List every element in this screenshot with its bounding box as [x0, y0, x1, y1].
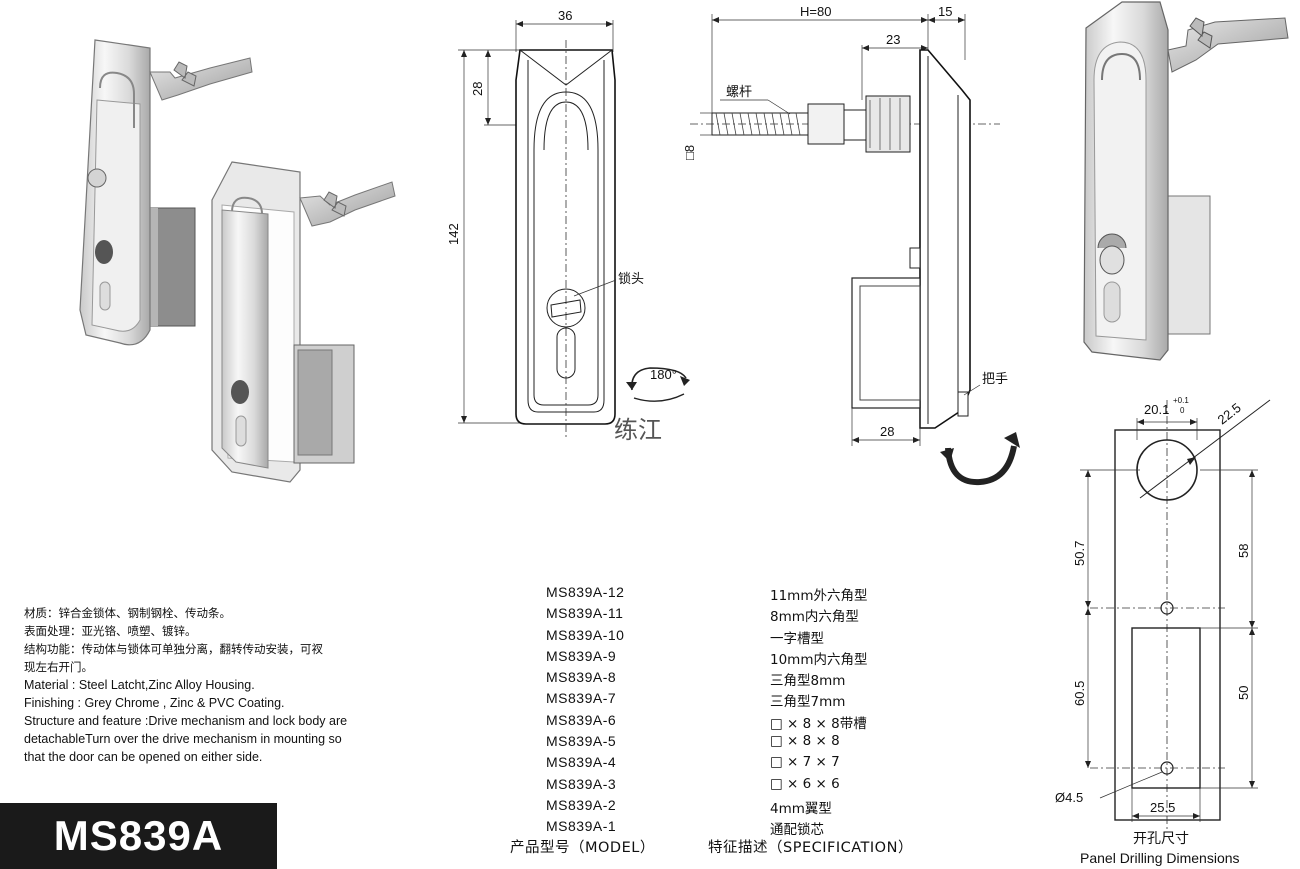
label-rotation-180: 180°: [650, 367, 677, 382]
dim-58: 58: [1236, 544, 1251, 558]
model-spec: 8mm内六角型: [770, 609, 859, 626]
model-spec: □ × 6 × 6: [770, 775, 840, 792]
tolerance-lower: 0: [1180, 406, 1185, 415]
product-photo-latch-front: [79, 39, 253, 346]
finish-cn: 表面处理：亚光铬、喷塑、镀锌。: [24, 624, 197, 638]
model-code: MS839A-1: [546, 818, 617, 835]
model-code: MS839A-4: [546, 754, 617, 771]
model-spec-table: MS839A-12 11mm外六角型 MS839A-11 8mm内六角型 MS839…: [500, 584, 1000, 856]
model-code: MS839A-3: [546, 775, 617, 792]
table-row: MS839A-1 通配锁芯: [500, 818, 1000, 839]
table-row: MS839A-4 □ × 7 × 7: [500, 754, 1000, 775]
dim-50: 50: [1236, 686, 1251, 700]
dim-square-8: □8: [682, 145, 697, 160]
tolerance-upper: +0.1: [1173, 396, 1189, 405]
dim-small-hole-4-5: Ø4.5: [1055, 790, 1083, 805]
structure-en-1: Structure and feature :Drive mechanism a…: [24, 714, 348, 728]
structure-en-2: detachableTurn over the drive mechanism …: [24, 732, 342, 746]
model-column-header: 产品型号（MODEL）: [510, 840, 655, 856]
model-spec: 11mm外六角型: [770, 588, 868, 604]
model-badge: MS839A: [0, 803, 277, 869]
table-row: MS839A-6 □ × 8 × 8带槽: [500, 712, 1000, 733]
panel-title-en: Panel Drilling Dimensions: [1080, 850, 1240, 866]
dim-h-80: H=80: [800, 4, 831, 19]
model-code: MS839A-7: [546, 690, 617, 707]
model-code: MS839A-10: [546, 626, 625, 643]
model-code: MS839A-6: [546, 711, 617, 728]
material-cn: 材质：锌合金锁体、钢制钢栓、传动条。: [24, 606, 231, 620]
model-spec: □ × 8 × 8: [770, 733, 840, 750]
label-handle: 把手: [982, 372, 1008, 387]
model-spec: 4mm翼型: [770, 800, 832, 817]
spec-column-header: 特征描述（SPECIFICATION）: [708, 840, 913, 856]
dim-bottom-28: 28: [880, 424, 894, 439]
panel-title-cn: 开孔尺寸: [1133, 831, 1189, 847]
material-en: Material : Steel Latcht,Zinc Alloy Housi…: [24, 678, 255, 692]
front-view-drawing: 36 142 28 锁头 180° 练江: [446, 8, 690, 444]
table-row: MS839A-10 一字槽型: [500, 627, 1000, 648]
model-spec: 10mm内六角型: [770, 651, 868, 668]
side-view-drawing: H=80 15 23 螺杆 □8 28 把手: [682, 4, 1020, 486]
model-spec: 通配锁芯: [770, 822, 824, 839]
model-spec: □ × 8 × 8带槽: [770, 715, 867, 732]
watermark-text: 练江: [614, 416, 662, 444]
dim-height-142: 142: [446, 223, 461, 245]
model-code: MS839A-8: [546, 669, 617, 686]
model-spec: 一字槽型: [770, 630, 824, 647]
description-block: 材质：锌合金锁体、钢制钢栓、传动条。 表面处理：亚光铬、喷塑、镀锌。 结构功能：…: [24, 604, 464, 766]
dim-inner-23: 23: [886, 32, 900, 47]
label-lock-head: 锁头: [618, 271, 644, 287]
model-code: MS839A-5: [546, 733, 617, 750]
model-code: MS839A-2: [546, 796, 617, 813]
panel-drilling-diagram: 22.5 20.1 +0.1 0 50.7 60.5 58 50 25.5: [1055, 396, 1271, 830]
product-photo-latch-open: [211, 161, 396, 483]
dim-hole-20-1: 20.1: [1144, 402, 1169, 417]
structure-cn-2: 现左右开门。: [24, 660, 93, 674]
table-row: MS839A-3 □ × 6 × 6: [500, 776, 1000, 797]
table-row: MS839A-8 三角型8mm: [500, 669, 1000, 690]
dim-offset-15: 15: [938, 4, 952, 19]
table-row: MS839A-2 4mm翼型: [500, 797, 1000, 818]
finish-en: Finishing : Grey Chrome , Zinc & PVC Coa…: [24, 696, 285, 710]
model-spec: 三角型8mm: [770, 673, 846, 690]
structure-en-3: that the door can be opened on either si…: [24, 750, 263, 764]
dim-slot-25-5: 25.5: [1150, 800, 1175, 815]
table-row: MS839A-11 8mm内六角型: [500, 605, 1000, 626]
table-row: MS839A-5 □ × 8 × 8: [500, 733, 1000, 754]
dim-50-7: 50.7: [1072, 541, 1087, 566]
table-row: MS839A-9 10mm内六角型: [500, 648, 1000, 669]
dim-60-5: 60.5: [1072, 681, 1087, 706]
model-code: MS839A-12: [546, 584, 625, 600]
structure-cn-1: 结构功能：传动体与锁体可单独分离，翻转传动安装，可衩: [24, 642, 323, 656]
model-code: MS839A-9: [546, 647, 617, 664]
dim-width-36: 36: [558, 8, 572, 23]
dim-top-28: 28: [470, 82, 485, 96]
table-row: MS839A-7 三角型7mm: [500, 690, 1000, 711]
table-row: MS839A-12 11mm外六角型: [500, 584, 1000, 605]
product-photo-latch-side: [1083, 1, 1289, 361]
label-screw: 螺杆: [726, 85, 752, 100]
model-code: MS839A-11: [546, 605, 624, 622]
model-spec: 三角型7mm: [770, 694, 846, 711]
model-spec: □ × 7 × 7: [770, 754, 840, 771]
